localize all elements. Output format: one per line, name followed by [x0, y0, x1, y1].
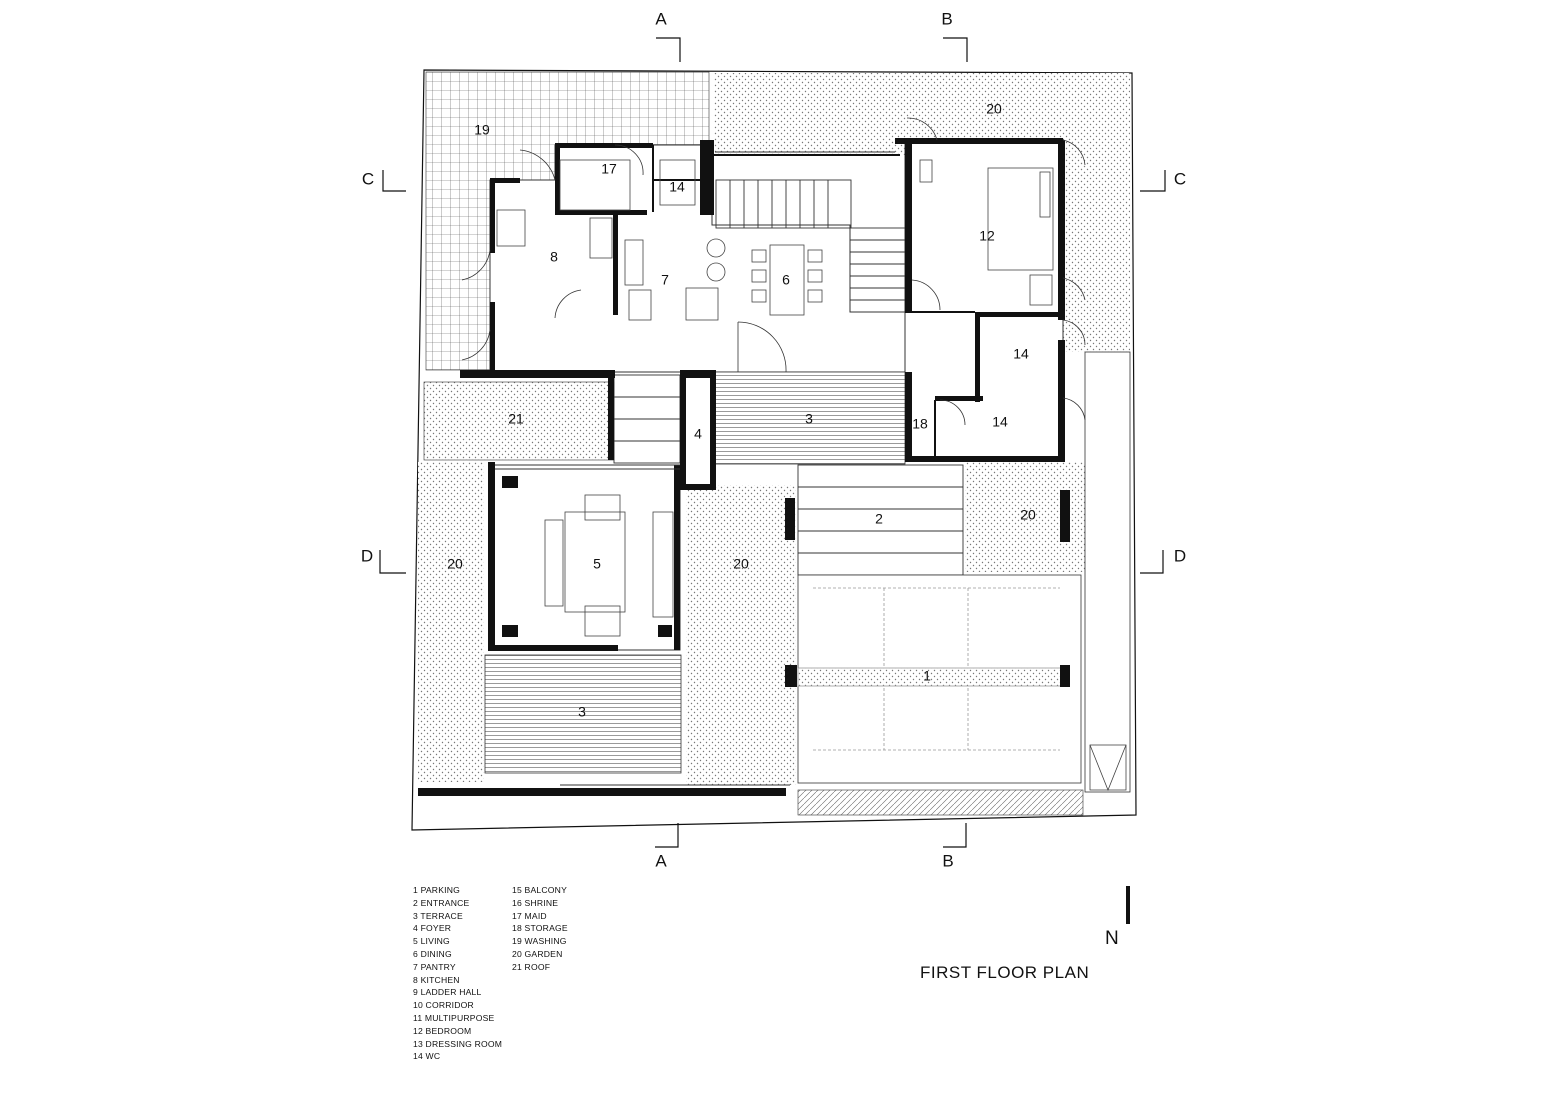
room-label-garden-right: 20	[1020, 507, 1036, 523]
room-label-dining: 6	[782, 272, 790, 288]
section-c-right-mark	[1140, 170, 1166, 192]
section-b-top-mark	[943, 37, 968, 62]
section-a-top-mark	[656, 37, 681, 62]
section-b-bottom-label: B	[942, 851, 953, 870]
section-d-right-label: D	[1174, 546, 1186, 565]
legend-item: 13 DRESSING ROOM	[413, 1038, 503, 1049]
legend-item: 12 BEDROOM	[413, 1025, 472, 1036]
room-label-kitchen: 8	[550, 249, 558, 265]
room-label-living: 5	[593, 556, 601, 572]
room-label-terrace-upper: 3	[805, 411, 813, 427]
room-label-bedroom: 12	[979, 228, 995, 244]
legend-item: 6 DINING	[413, 948, 452, 959]
legend-item: 7 PANTRY	[413, 961, 456, 972]
legend-item: 10 CORRIDOR	[413, 1000, 474, 1011]
terraces	[484, 371, 906, 774]
legend-item: 4 FOYER	[413, 923, 452, 934]
plan-title: FIRST FLOOR PLAN	[920, 963, 1090, 982]
legend-item: 1 PARKING	[413, 885, 461, 895]
windows	[495, 151, 895, 786]
site-boundary	[411, 69, 1137, 831]
landscape-areas	[418, 71, 1131, 816]
section-markers: A B A B C C D D	[361, 9, 1186, 870]
room-label-garden-middle: 20	[733, 556, 749, 572]
north-label: N	[1105, 928, 1119, 949]
section-b-bottom-mark	[943, 823, 967, 848]
door-swings	[461, 117, 1086, 426]
legend-item: 8 KITCHEN	[413, 974, 460, 985]
room-labels: 19 20 17 14 8 7 6 12 14 21 4 3 18 14 2 2…	[447, 101, 1036, 720]
room-label-washing: 19	[474, 122, 490, 138]
section-c-left-label: C	[362, 169, 374, 188]
legend-item: 16 SHRINE	[512, 897, 559, 908]
legend-item: 5 LIVING	[413, 936, 450, 947]
legend-item: 3 TERRACE	[413, 910, 463, 921]
legend-item: 9 LADDER HALL	[413, 987, 482, 998]
walls	[418, 138, 1070, 796]
room-label-entrance: 2	[875, 511, 883, 527]
north-arrow-icon	[1126, 886, 1130, 924]
roof-area	[423, 381, 615, 461]
room-label-wc-maid: 14	[669, 179, 685, 195]
legend-item: 21 ROOF	[512, 961, 551, 972]
garden-middle	[686, 485, 796, 785]
legend-column-2: 15 BALCONY 16 SHRINE 17 MAID 18 STORAGE …	[512, 884, 568, 974]
legend-item: 19 WASHING	[512, 936, 567, 947]
furniture	[496, 159, 1127, 792]
section-a-top-label: A	[655, 9, 667, 28]
gate-strip	[797, 789, 1084, 816]
room-label-parking: 1	[923, 668, 931, 684]
legend-item: 2 ENTRANCE	[413, 897, 470, 908]
section-b-top-label: B	[941, 9, 952, 28]
legend-item: 14 WC	[413, 1051, 441, 1062]
section-c-right-label: C	[1174, 169, 1186, 188]
room-label-garden-left: 20	[447, 556, 463, 572]
section-d-left-mark	[379, 550, 406, 574]
room-label-garden-top: 20	[986, 101, 1002, 117]
room-label-roof: 21	[508, 411, 524, 427]
terrace-upper	[714, 371, 906, 465]
garden-right-strip	[1062, 140, 1130, 352]
legend-item: 18 STORAGE	[512, 923, 568, 934]
room-label-storage: 18	[912, 416, 928, 432]
legend-item: 17 MAID	[512, 910, 547, 921]
room-label-wc-lower: 14	[992, 414, 1008, 430]
driveway-strip	[1084, 351, 1131, 793]
partitions	[652, 145, 975, 460]
section-d-left-label: D	[361, 546, 373, 565]
legend-item: 11 MULTIPURPOSE	[413, 1012, 495, 1023]
room-label-maid: 17	[601, 161, 617, 177]
legend-item: 15 BALCONY	[512, 885, 568, 895]
room-label-terrace-lower: 3	[578, 704, 586, 720]
section-a-bottom-label: A	[655, 851, 667, 870]
garden-left	[418, 462, 484, 782]
room-label-pantry: 7	[661, 272, 669, 288]
legend-column-1: 1 PARKING 2 ENTRANCE 3 TERRACE 4 FOYER 5…	[413, 884, 502, 1063]
room-label-foyer: 4	[694, 426, 702, 442]
section-c-left-mark	[382, 170, 406, 192]
legend-item: 20 GARDEN	[512, 948, 563, 959]
section-d-right-mark	[1140, 550, 1164, 574]
terrace-lower	[484, 654, 682, 774]
parking-area	[797, 574, 1082, 784]
section-a-bottom-mark	[655, 823, 679, 848]
room-label-wc-bedroom: 14	[1013, 346, 1029, 362]
